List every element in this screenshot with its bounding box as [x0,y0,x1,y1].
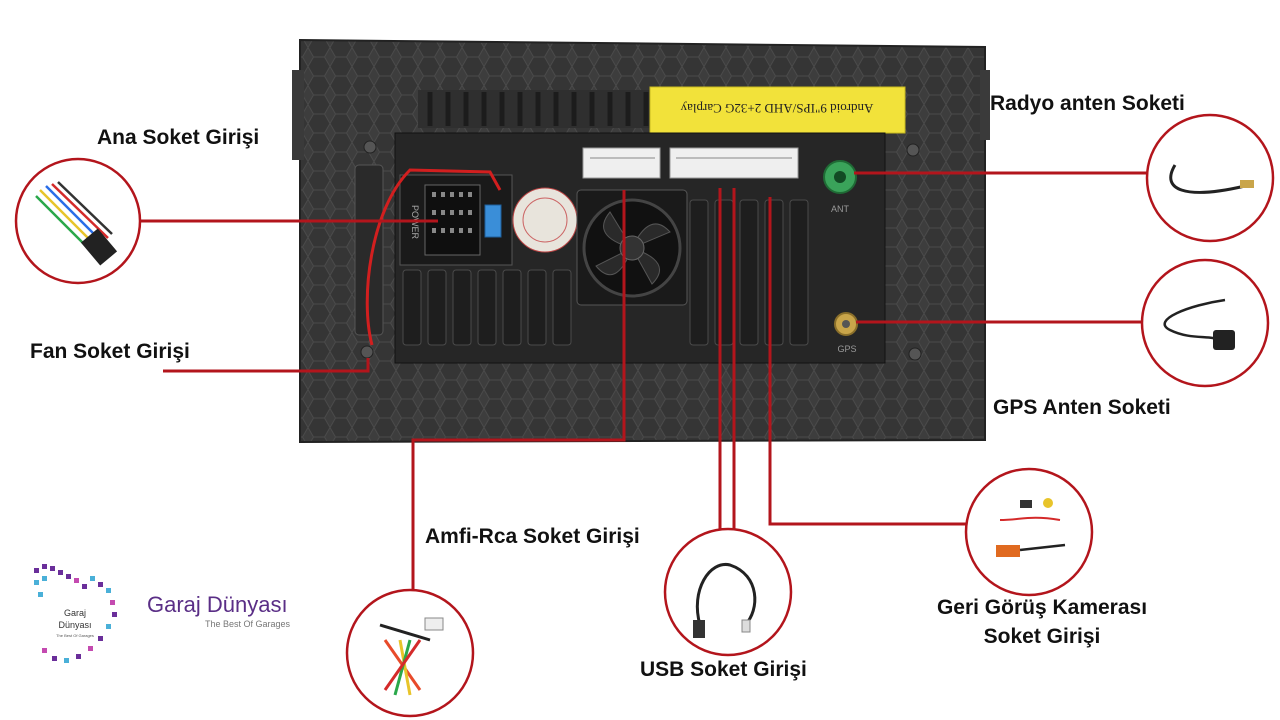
label-ana-soket: Ana Soket Girişi [97,126,260,149]
label-amfi-rca: Amfi-Rca Soket Girişi [425,525,640,548]
sticker-text: Android 9"IPS/AHD 2+32G Carplay [680,101,873,116]
label-fan-soket: Fan Soket Girişi [30,340,190,363]
usb-cable-thumb [663,527,793,657]
rca-amp-thumb [345,588,475,718]
fan-red-wire [365,168,502,346]
label-usb-soket: USB Soket Girişi [640,658,807,681]
leader-lines [140,171,1146,594]
reverse-camera-thumb [964,467,1094,597]
logo-text-line2: Dünyası [58,620,91,630]
gps-antenna-port: GPS [834,312,858,354]
radio-antenna-thumb [1145,113,1275,243]
label-geri-gorus-line2: Soket Girişi [983,625,1101,648]
label-radyo-anten: Radyo anten Soketi [990,92,1185,115]
garaj-dunyasi-logo-mark: Garaj Dünyası The Best Of Garages [34,564,117,663]
radio-antenna-port: ANT [823,160,857,214]
brand-name: Garaj Dünyası [147,592,288,617]
label-gps-anten: GPS Anten Soketi [993,396,1171,419]
cooling-fan [576,189,688,306]
gps-antenna-thumb [1140,258,1270,388]
model-sticker: Android 9"IPS/AHD 2+32G Carplay [649,86,906,134]
head-unit-back-panel: Android 9"IPS/AHD 2+32G Carplay [292,38,990,444]
ant-label: ANT [831,204,850,214]
logo-text-line1: Garaj [64,608,86,618]
label-geri-gorus-line1: Geri Görüş Kamerası [936,596,1148,619]
top-vent [418,90,653,128]
brand-tagline: The Best Of Garages [205,619,291,629]
logo-text-line3: The Best Of Garages [56,633,94,638]
main-harness-thumb [14,157,142,285]
gps-label: GPS [837,344,856,354]
white-connectors [582,147,799,179]
cooling-fins [402,199,809,346]
left-side-vents [354,164,384,336]
